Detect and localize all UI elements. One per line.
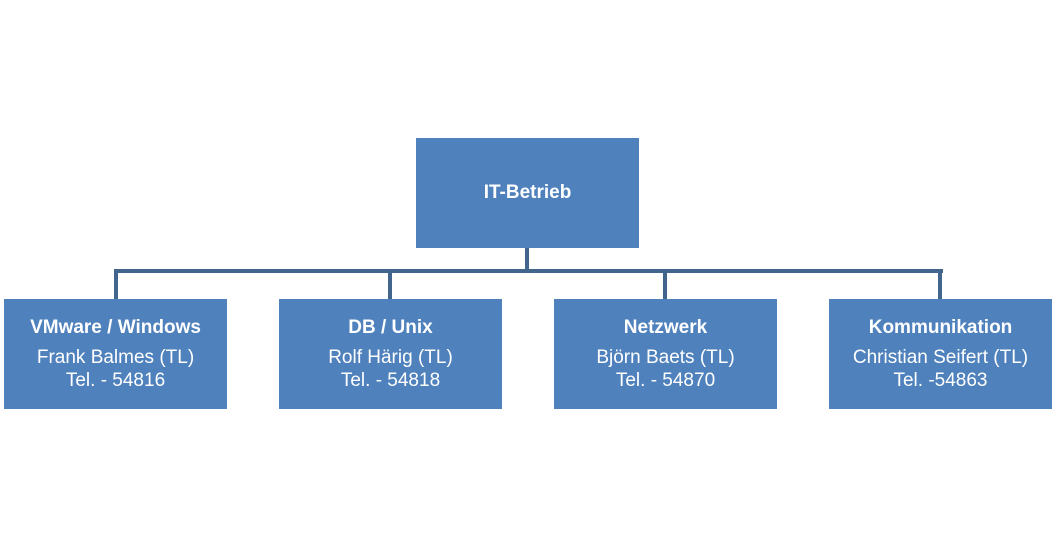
team-title: Kommunikation bbox=[868, 317, 1013, 338]
team-connector-1 bbox=[114, 269, 118, 299]
team-node-netzwerk: Netzwerk Björn Baets (TL) Tel. - 54870 bbox=[554, 299, 777, 409]
team-lead: Rolf Härig (TL) bbox=[328, 347, 453, 368]
root-node-title: IT-Betrieb bbox=[483, 182, 572, 203]
branch-connector-horizontal bbox=[114, 269, 943, 273]
root-connector-vertical bbox=[525, 248, 529, 271]
team-phone: Tel. - 54870 bbox=[615, 370, 716, 391]
team-title: DB / Unix bbox=[348, 317, 433, 338]
team-lead: Christian Seifert (TL) bbox=[852, 347, 1029, 368]
team-phone: Tel. - 54816 bbox=[65, 370, 166, 391]
team-lead: Frank Balmes (TL) bbox=[36, 347, 195, 368]
team-title: Netzwerk bbox=[623, 317, 708, 338]
team-node-vmware-windows: VMware / Windows Frank Balmes (TL) Tel. … bbox=[4, 299, 227, 409]
team-lead: Björn Baets (TL) bbox=[596, 347, 735, 368]
team-phone: Tel. - 54818 bbox=[340, 370, 441, 391]
team-connector-4 bbox=[938, 269, 942, 299]
team-node-kommunikation: Kommunikation Christian Seifert (TL) Tel… bbox=[829, 299, 1052, 409]
team-title: VMware / Windows bbox=[30, 317, 201, 338]
team-node-db-unix: DB / Unix Rolf Härig (TL) Tel. - 54818 bbox=[279, 299, 502, 409]
team-connector-2 bbox=[388, 269, 392, 299]
team-phone: Tel. -54863 bbox=[893, 370, 988, 391]
root-node-box: IT-Betrieb bbox=[416, 138, 639, 248]
team-connector-3 bbox=[663, 269, 667, 299]
